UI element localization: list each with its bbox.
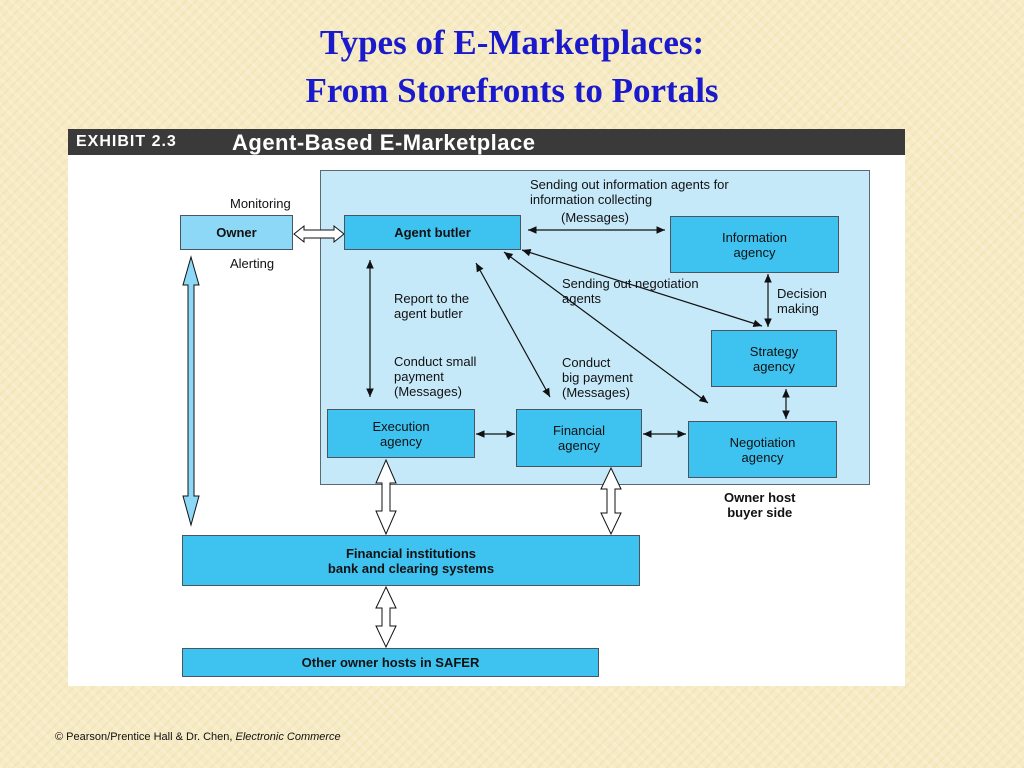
owner-box: Owner — [180, 215, 293, 250]
agent-butler-box: Agent butler — [344, 215, 521, 250]
financial-institutions-line-2: bank and clearing systems — [327, 560, 495, 576]
sending-info-agents-label: Sending out information agents for infor… — [530, 177, 729, 207]
conduct-small-payment-label: Conduct small payment (Messages) — [394, 354, 477, 399]
exhibit-title: Agent-Based E-Marketplace — [232, 130, 536, 155]
execution-agency-box: Execution agency — [327, 409, 475, 458]
agent-butler-label: Agent butler — [394, 225, 471, 240]
arrow-financial-agency-institutions — [600, 466, 622, 536]
strategy-agency-line-1: Strategy — [749, 343, 799, 359]
financial-agency-box: Financial agency — [516, 409, 642, 467]
negotiation-agency-line-2: agency — [741, 449, 784, 465]
arrow-execution-financial-institutions — [375, 458, 397, 536]
footer-author: Dr. Chen, — [186, 731, 236, 743]
execution-agency-line-2: agency — [380, 433, 422, 449]
slide-title-line-1: Types of E-Marketplaces: — [319, 23, 705, 62]
other-owner-hosts-label: Other owner hosts in SAFER — [301, 655, 480, 670]
arrow-owner-butler — [293, 224, 345, 244]
financial-institutions-line-1: Financial institutions — [345, 545, 476, 561]
information-agency-box: Information agency — [670, 216, 839, 273]
arrow-institutions-other-hosts — [375, 585, 397, 649]
owner-host-buyer-side-label: Owner host buyer side — [724, 490, 796, 520]
report-to-butler-label: Report to the agent butler — [394, 291, 470, 321]
information-agency-line-1: Information — [721, 229, 788, 245]
strategy-agency-line-2: agency — [753, 358, 795, 374]
diagram-arrows — [182, 224, 790, 649]
information-agency-line-2: agency — [733, 244, 776, 260]
financial-agency-line-1: Financial — [552, 423, 606, 438]
footer-credit: © Pearson/Prentice Hall & Dr. Chen, Elec… — [55, 731, 341, 743]
strategy-agency-box: Strategy agency — [711, 330, 837, 387]
other-owner-hosts-box: Other owner hosts in SAFER — [182, 648, 599, 677]
messages-top-label: (Messages) — [561, 210, 629, 225]
slide-title-line-2: From Storefronts to Portals — [305, 71, 719, 110]
monitoring-label: Monitoring — [230, 196, 291, 211]
exhibit-number: EXHIBIT 2.3 — [76, 133, 177, 150]
execution-agency-line-1: Execution — [372, 418, 430, 434]
exhibit-header-bar: EXHIBIT 2.3 Agent-Based E-Marketplace — [68, 129, 905, 155]
footer-book: Electronic Commerce — [235, 731, 341, 743]
owner-label: Owner — [216, 225, 257, 240]
sending-negotiation-agents-label: Sending out negotiation agents — [562, 276, 699, 306]
arrow-owner-financial-institutions — [182, 255, 200, 527]
conduct-big-payment-label: Conduct big payment (Messages) — [562, 355, 633, 400]
arrow-butler-financial — [475, 262, 551, 398]
footer-copyright: © Pearson/Prentice Hall & — [55, 731, 186, 743]
negotiation-agency-box: Negotiation agency — [688, 421, 837, 478]
financial-institutions-box: Financial institutions bank and clearing… — [182, 535, 640, 586]
decision-making-label: Decision making — [777, 286, 827, 316]
alerting-label: Alerting — [230, 256, 275, 271]
exhibit-diagram: EXHIBIT 2.3 Agent-Based E-Marketplace — [68, 129, 905, 686]
financial-agency-line-2: agency — [558, 438, 600, 453]
negotiation-agency-line-1: Negotiation — [729, 434, 796, 450]
